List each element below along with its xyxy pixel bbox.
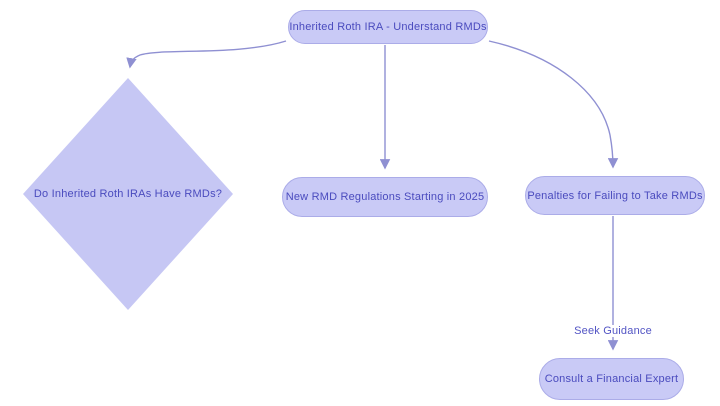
node-penalties: Penalties for Failing to Take RMDs xyxy=(525,176,705,215)
edge-label-seek-guidance: Seek Guidance xyxy=(570,325,656,337)
edge-root-to-decision xyxy=(126,40,287,69)
node-consult: Consult a Financial Expert xyxy=(539,358,684,400)
node-consult-label: Consult a Financial Expert xyxy=(544,373,679,385)
node-penalties-label: Penalties for Failing to Take RMDs xyxy=(527,189,703,202)
node-decision: Do Inherited Roth IRAs Have RMDs? xyxy=(23,78,233,310)
node-root-label: Inherited Roth IRA - Understand RMDs xyxy=(289,21,487,33)
node-regulations-label: New RMD Regulations Starting in 2025 xyxy=(285,191,485,203)
node-regulations: New RMD Regulations Starting in 2025 xyxy=(282,177,488,217)
edge-root-to-penalties xyxy=(488,40,619,169)
node-decision-label: Do Inherited Roth IRAs Have RMDs? xyxy=(33,188,223,200)
node-root: Inherited Roth IRA - Understand RMDs xyxy=(288,10,488,44)
